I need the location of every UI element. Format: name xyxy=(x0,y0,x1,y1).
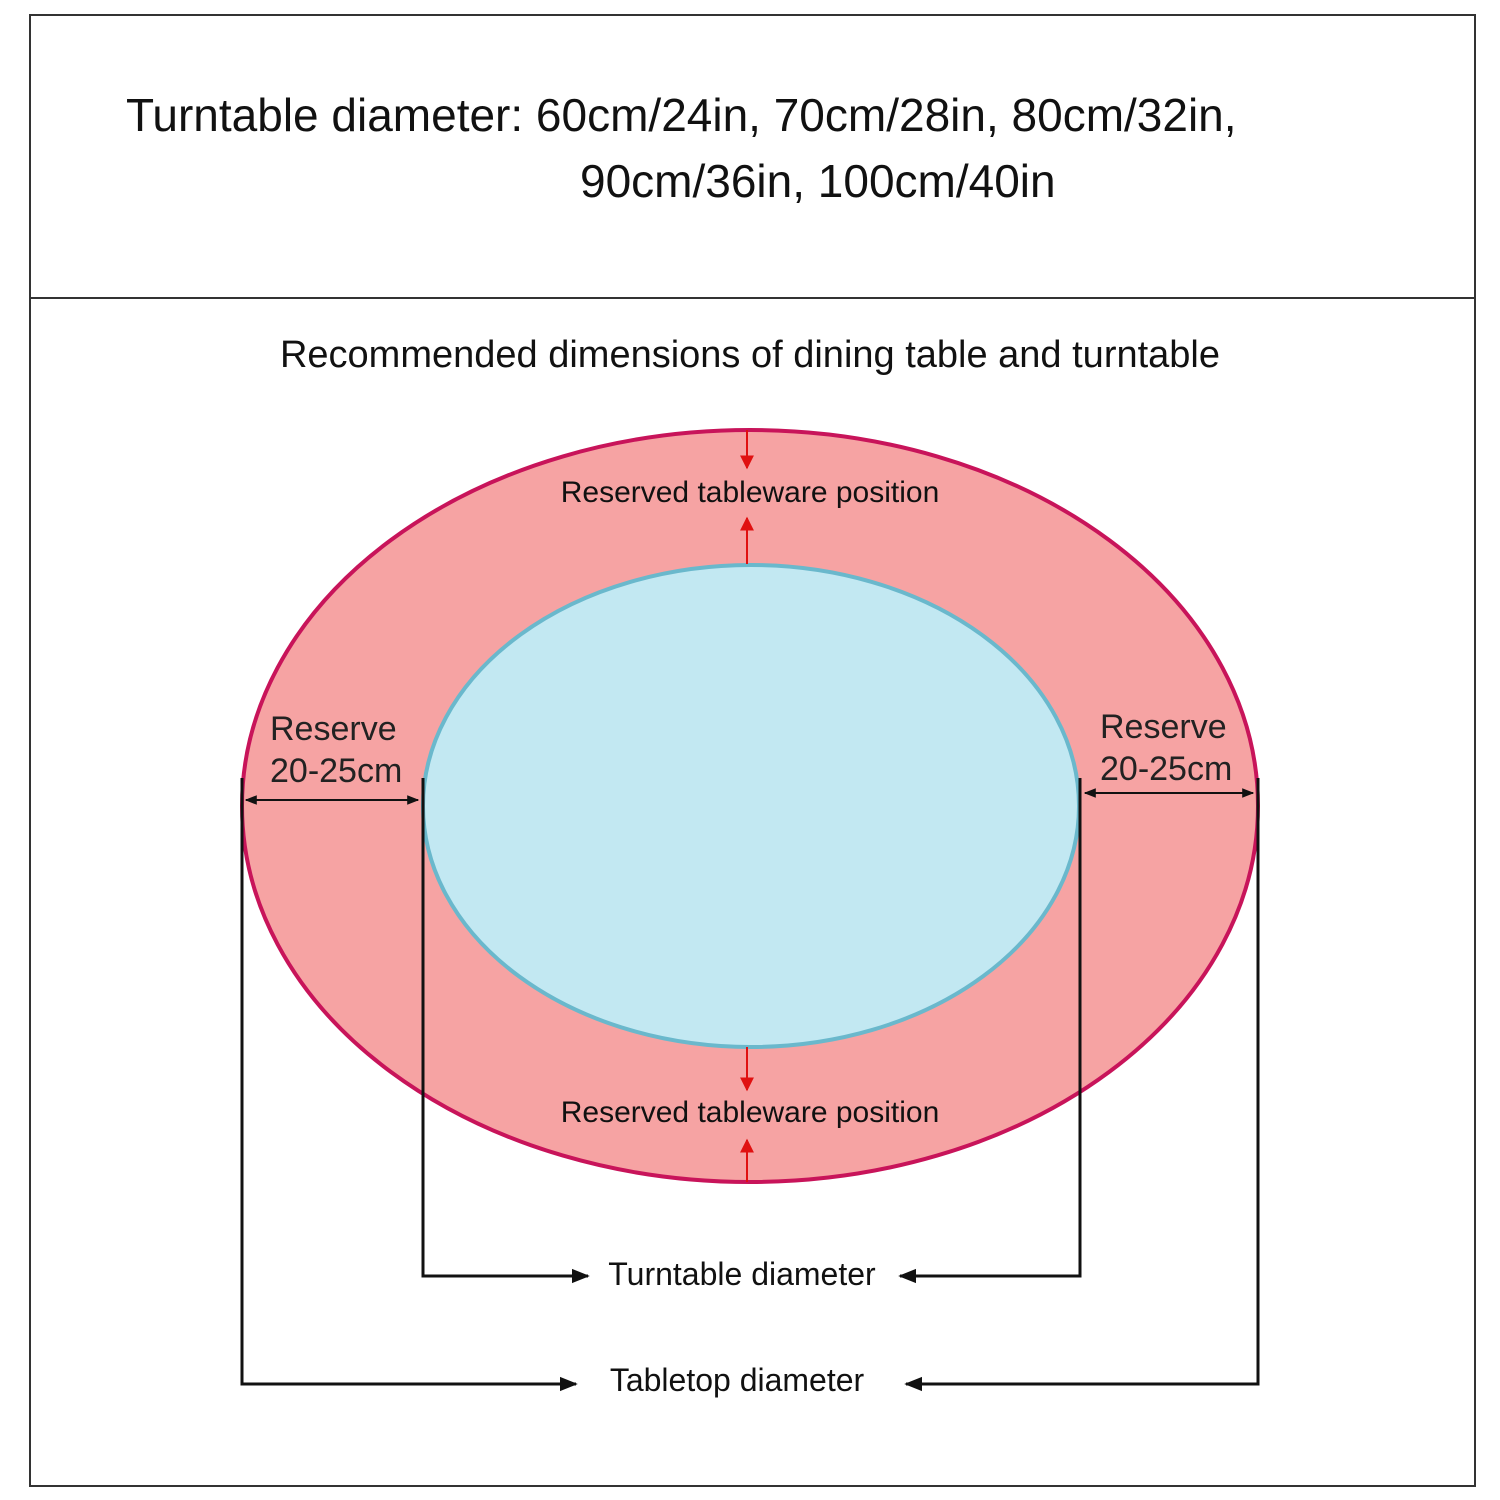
reserve-left-label-line-2: 20-25cm xyxy=(270,752,402,790)
section-divider xyxy=(29,297,1476,299)
reserve-right-label-line-2: 20-25cm xyxy=(1100,750,1232,788)
turntable-sizes-line-2: 90cm/36in, 100cm/40in xyxy=(580,155,1056,207)
reserved-tableware-bottom-label: Reserved tableware position xyxy=(561,1096,940,1129)
turntable-diameter-leader-right xyxy=(898,778,1082,1284)
outer-frame xyxy=(29,14,1476,1487)
turntable-ellipse xyxy=(421,563,1081,1049)
tabletop-diameter-leader-left xyxy=(240,778,578,1392)
reserved-tableware-top-label: Reserved tableware position xyxy=(561,476,940,509)
reserve-left-label-line-1: Reserve xyxy=(270,710,397,748)
turntable-diameter-leader-left xyxy=(421,778,590,1284)
turntable-sizes-line-1: Turntable diameter: 60cm/24in, 70cm/28in… xyxy=(126,89,1237,141)
diagram-title: Recommended dimensions of dining table a… xyxy=(279,334,1221,376)
tabletop-diameter-leader-right xyxy=(904,778,1260,1392)
reserve-right-label-line-1: Reserve xyxy=(1100,708,1227,746)
tabletop-diameter-label: Tabletop diameter xyxy=(610,1362,865,1398)
turntable-diameter-label: Turntable diameter xyxy=(608,1256,876,1292)
